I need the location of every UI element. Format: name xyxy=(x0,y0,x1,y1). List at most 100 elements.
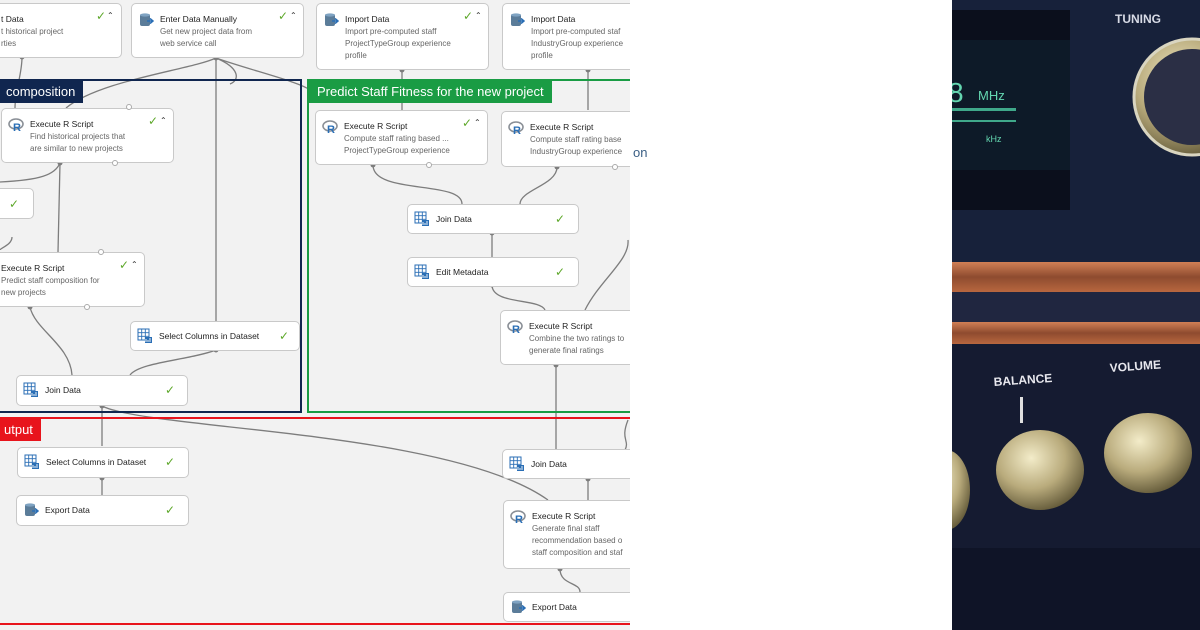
module-join-data-3[interactable]: Join Data xyxy=(502,449,630,479)
module-partial-hidden[interactable]: ✓ xyxy=(0,188,34,219)
collapse-caret-icon[interactable]: ⌃ xyxy=(475,11,482,20)
module-description: Compute staff rating based ... ProjectTy… xyxy=(344,134,450,155)
module-title: Enter Data Manually xyxy=(160,14,238,24)
module-select-columns-1[interactable]: Select Columns in Dataset ✓ xyxy=(130,321,300,351)
module-description: Compute staff rating base IndustryGroup … xyxy=(530,135,623,156)
module-title: Execute R Script xyxy=(530,122,594,132)
group-output: utput xyxy=(0,417,630,625)
module-title: Join Data xyxy=(45,385,81,395)
database-import-icon xyxy=(323,12,339,28)
module-description: Generate final staff recommendation base… xyxy=(532,524,623,557)
check-icon: ✓ xyxy=(462,116,473,130)
module-r-find-similar[interactable]: Execute R Script Find historical project… xyxy=(1,108,174,163)
check-icon: ✓ xyxy=(119,258,130,272)
stray-text: on xyxy=(633,145,648,160)
check-icon: ✓ xyxy=(463,9,474,23)
module-r-combine[interactable]: Execute R Script Combine the two ratings… xyxy=(500,310,630,365)
grid-table-icon xyxy=(137,328,153,344)
module-description: Get new project data from web service ca… xyxy=(160,27,253,48)
r-script-icon xyxy=(508,120,524,136)
module-description: t historical project rties xyxy=(1,27,64,48)
module-title: t Data xyxy=(1,14,24,24)
check-icon: ✓ xyxy=(555,212,566,226)
r-script-icon xyxy=(510,509,526,525)
module-title: Execute R Script xyxy=(532,511,596,521)
module-export-data-2[interactable]: Export Data xyxy=(503,592,630,622)
tuning-label: TUNING xyxy=(1115,12,1161,26)
database-export-icon xyxy=(510,599,526,615)
check-icon: ✓ xyxy=(96,9,107,23)
module-title: Import Data xyxy=(345,14,390,24)
module-join-data-2[interactable]: Join Data ✓ xyxy=(407,204,579,234)
module-title: Select Columns in Dataset xyxy=(46,457,147,467)
module-export-data-1[interactable]: Export Data ✓ xyxy=(16,495,189,526)
check-icon: ✓ xyxy=(9,197,20,211)
check-icon: ✓ xyxy=(279,329,290,343)
r-script-icon xyxy=(507,319,523,335)
check-icon: ✓ xyxy=(555,265,566,279)
grid-table-icon xyxy=(24,454,40,470)
module-join-data-1[interactable]: Join Data ✓ xyxy=(16,375,188,406)
grid-table-icon xyxy=(414,211,430,227)
module-title: Execute R Script xyxy=(529,321,593,331)
module-import-historical[interactable]: t Data t historical project rties ✓ ⌃ xyxy=(0,3,122,58)
check-icon: ✓ xyxy=(148,114,159,128)
group-fitness-label: Predict Staff Fitness for the new projec… xyxy=(309,81,552,103)
module-title: Execute R Script xyxy=(30,119,94,129)
module-description: Import pre-computed staf IndustryGroup e… xyxy=(531,27,624,60)
khz-label: kHz xyxy=(986,134,1002,144)
module-title: Select Columns in Dataset xyxy=(159,331,260,341)
group-composition-label: composition xyxy=(0,81,84,103)
grid-table-icon xyxy=(23,382,39,398)
output-port[interactable] xyxy=(84,304,90,310)
frequency-number: 8 xyxy=(952,77,964,108)
module-select-columns-2[interactable]: Select Columns in Dataset ✓ xyxy=(17,447,189,478)
module-description: Predict staff composition for new projec… xyxy=(1,276,100,297)
module-title: Export Data xyxy=(45,505,90,515)
input-port[interactable] xyxy=(126,104,132,110)
output-port[interactable] xyxy=(112,160,118,166)
check-icon: ✓ xyxy=(165,455,176,469)
module-title: Edit Metadata xyxy=(436,267,489,277)
module-r-final-recommendation[interactable]: Execute R Script Generate final staff re… xyxy=(503,500,630,569)
module-description: Combine the two ratings to generate fina… xyxy=(529,334,625,355)
database-export-icon xyxy=(23,502,39,518)
module-description: Import pre-computed staff ProjectTypeGro… xyxy=(345,27,451,60)
grid-table-icon xyxy=(414,264,430,280)
module-enter-data-manually[interactable]: Enter Data Manually Get new project data… xyxy=(131,3,304,58)
collapse-caret-icon[interactable]: ⌃ xyxy=(131,260,138,269)
module-title: Export Data xyxy=(532,602,577,612)
volume-label: VOLUME xyxy=(1109,357,1161,375)
module-title: Join Data xyxy=(436,214,472,224)
module-title: Execute R Script xyxy=(1,263,65,273)
group-fitness: Predict Staff Fitness for the new projec… xyxy=(307,79,630,413)
database-import-icon xyxy=(138,12,154,28)
module-title: Join Data xyxy=(531,459,567,469)
module-r-ptg-rating[interactable]: Execute R Script Compute staff rating ba… xyxy=(315,110,488,165)
collapse-caret-icon[interactable]: ⌃ xyxy=(107,11,114,20)
radio-photo: 8 MHz kHz TUNING BALANCE VOLUME xyxy=(952,0,1200,630)
r-script-icon xyxy=(8,117,24,133)
collapse-caret-icon[interactable]: ⌃ xyxy=(474,118,481,127)
mhz-label: MHz xyxy=(978,88,1005,103)
output-port[interactable] xyxy=(612,164,618,170)
module-edit-metadata[interactable]: Edit Metadata ✓ xyxy=(407,257,579,287)
module-r-ig-rating[interactable]: Execute R Script Compute staff rating ba… xyxy=(501,111,630,167)
group-composition: composition xyxy=(0,79,302,413)
collapse-caret-icon[interactable]: ⌃ xyxy=(160,116,167,125)
module-title: Import Data xyxy=(531,14,576,24)
output-port[interactable] xyxy=(426,162,432,168)
module-import-industrygroup[interactable]: Import Data Import pre-computed staf Ind… xyxy=(502,3,630,70)
r-script-icon xyxy=(322,119,338,135)
module-r-predict-composition[interactable]: Execute R Script Predict staff compositi… xyxy=(0,252,145,307)
database-import-icon xyxy=(509,12,525,28)
module-import-projecttypegroup[interactable]: Import Data Import pre-computed staff Pr… xyxy=(316,3,489,70)
input-port[interactable] xyxy=(98,249,104,255)
workflow-canvas[interactable]: composition Predict Staff Fitness for th… xyxy=(0,0,630,630)
module-title: Execute R Script xyxy=(344,121,408,131)
check-icon: ✓ xyxy=(165,383,176,397)
balance-label: BALANCE xyxy=(993,371,1053,389)
check-icon: ✓ xyxy=(278,9,289,23)
collapse-caret-icon[interactable]: ⌃ xyxy=(290,11,297,20)
group-output-label: utput xyxy=(0,419,41,441)
